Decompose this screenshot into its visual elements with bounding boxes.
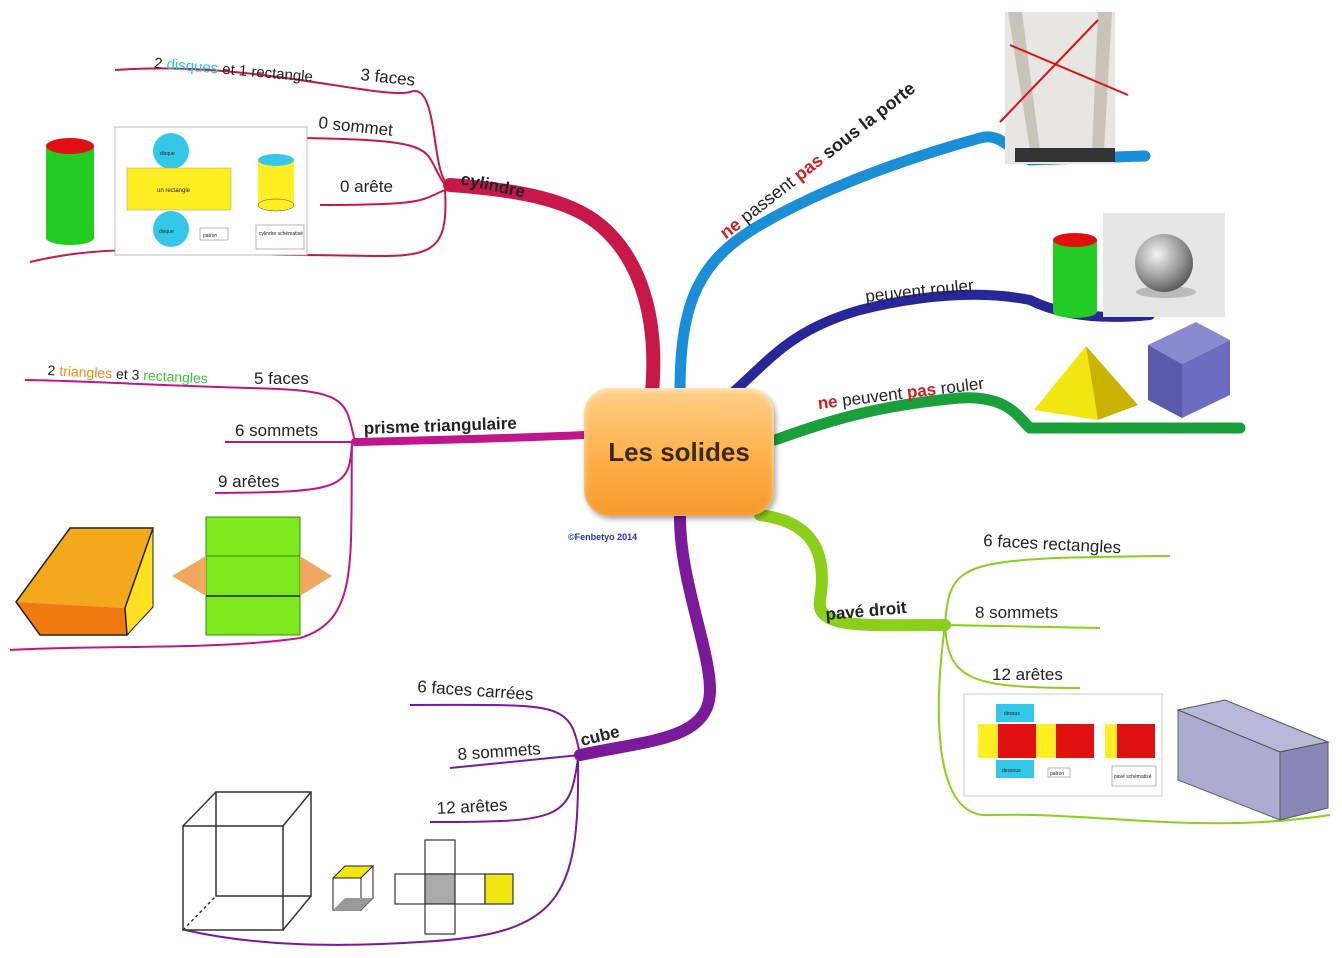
cylinder-net-rect: un rectangle: [157, 188, 191, 194]
branch-cylindre: [443, 178, 661, 399]
cube-solid-icon: [1148, 322, 1230, 418]
pave-aretes: 12 arêtes: [992, 665, 1063, 684]
cylindre-sommets: 0 sommet: [318, 113, 394, 140]
pave-faces: 6 faces rectangles: [983, 531, 1122, 557]
branch-porte: [674, 131, 1151, 398]
cylindre-faces: 3 faces: [360, 65, 416, 90]
pave-net-top: dessus: [1004, 711, 1020, 717]
cylinder-net-disk-bottom: disque: [159, 229, 174, 235]
rolling-cylinder-icon: [1053, 233, 1097, 318]
pave-bracket: [937, 555, 1331, 825]
prism-net-figure: [172, 516, 332, 636]
cylindre-aretes: 0 arête: [340, 177, 393, 196]
pave-solid-icon: [1176, 699, 1330, 821]
sphere-photo-icon: [1103, 213, 1225, 317]
door-photo-icon: [999, 12, 1129, 164]
prisme-faces-detail: 2 triangles et 3 rectangles: [28, 361, 220, 387]
pave-sommets: 8 sommets: [975, 603, 1058, 622]
branch-cube: [574, 512, 717, 761]
cube-aretes: 12 arêtes: [436, 795, 508, 818]
cylinder-net-note1: patron: [203, 233, 217, 239]
cylinder-net-figure: [114, 126, 308, 256]
cylindre-label: cylindre: [459, 169, 527, 201]
pave-net-note1: patron: [1050, 771, 1064, 777]
cylinder-net-disk-top: disque: [160, 151, 175, 157]
small-cube-icon: [331, 864, 375, 912]
branch-pave: [754, 509, 951, 632]
pave-net-bottom: dessous: [1002, 768, 1021, 774]
cube-net-figure: [394, 839, 514, 935]
prisme-faces: 5 faces: [254, 369, 309, 388]
prisme-bracket: [9, 379, 356, 651]
center-node: Les solides: [584, 388, 774, 516]
pave-net-note2: pavé schématisé: [1114, 774, 1152, 780]
cylinder-solid-icon: [46, 138, 94, 245]
cylindre-bracket: [29, 67, 451, 263]
branch-nerouler: [769, 392, 1246, 446]
branch-prisme: [351, 431, 588, 446]
prisme-sommets: 6 sommets: [235, 421, 318, 440]
center-title: Les solides: [608, 436, 750, 467]
prisme-aretes: 9 arêtes: [218, 472, 279, 491]
cube-faces: 6 faces carrées: [417, 677, 534, 704]
cylinder-net-note2: cylindre schématisé: [259, 231, 303, 237]
cylindre-faces-detail: 2 disques et 1 rectangle: [133, 53, 326, 87]
copyright-text: ©Fenbetyo 2014: [568, 532, 638, 542]
cube-wireframe-icon: [182, 791, 312, 931]
pave-net-figure: [963, 693, 1163, 797]
cube-bracket: [184, 703, 581, 946]
prism-solid-icon: [15, 527, 155, 637]
pyramid-icon: [1034, 346, 1138, 420]
